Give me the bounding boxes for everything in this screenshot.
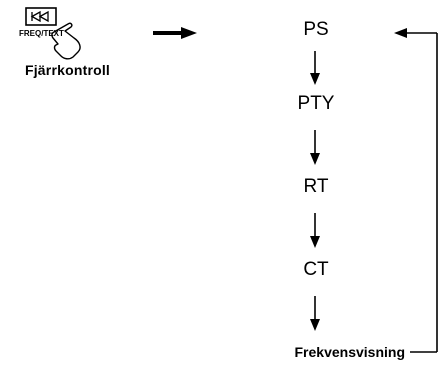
mode-ps: PS bbox=[303, 19, 329, 40]
frequency-display-label: Frekvensvisning bbox=[294, 344, 406, 360]
mode-rt: RT bbox=[303, 176, 329, 197]
down-arrow-icon bbox=[310, 213, 320, 248]
press-arrow-icon bbox=[153, 27, 197, 39]
mode-ct: CT bbox=[303, 259, 329, 280]
hand-icon bbox=[51, 22, 81, 60]
remote-button-icon: FREQ/TEXT bbox=[19, 7, 81, 60]
mode-pty: PTY bbox=[297, 93, 335, 114]
remote-label: Fjärrkontroll bbox=[24, 62, 111, 78]
button-text: FREQ/TEXT bbox=[19, 29, 64, 38]
down-arrow-icon bbox=[310, 51, 320, 85]
down-arrow-icon bbox=[310, 296, 320, 331]
remote-button-illustration: FREQ/TEXT bbox=[10, 2, 128, 62]
skip-back-icon bbox=[30, 10, 49, 23]
down-arrow-icon bbox=[310, 130, 320, 165]
return-arrow-icon bbox=[394, 28, 438, 353]
